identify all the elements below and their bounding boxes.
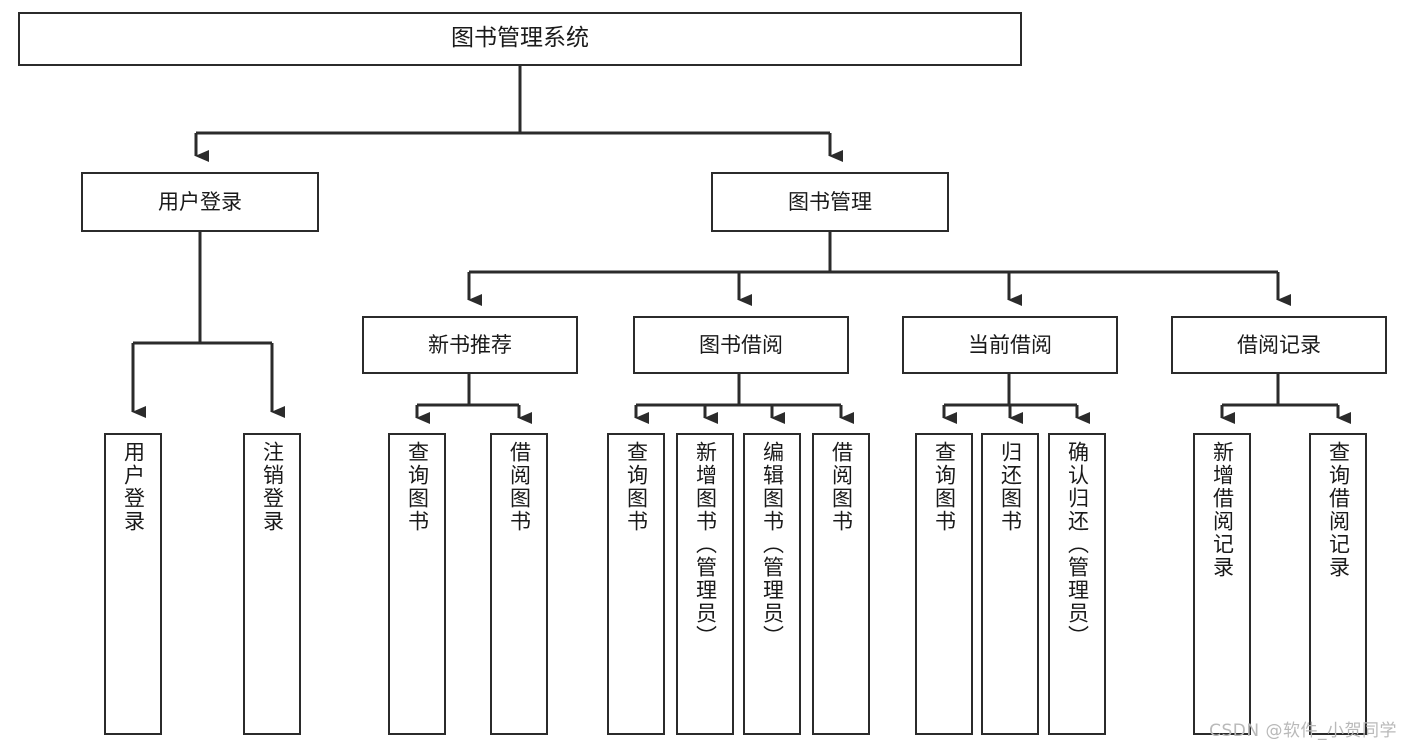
node-label: 图书借阅	[699, 332, 783, 357]
leaf-label: 借阅图书	[829, 441, 854, 533]
watermark-text: CSDN @软件_小贺同学	[1209, 721, 1397, 741]
leaf-borrow-edit-book-admin[interactable]: 编辑图书（管理员）	[743, 433, 801, 735]
leaf-label: 编辑图书（管理员）	[760, 441, 785, 648]
node-label: 用户登录	[158, 189, 242, 214]
leaf-label: 确认归还（管理员）	[1065, 441, 1090, 648]
leaf-label: 查询图书	[405, 441, 430, 533]
leaf-label: 查询图书	[932, 441, 957, 533]
leaf-label: 新增图书（管理员）	[693, 441, 718, 648]
leaf-record-query-borrow-record[interactable]: 查询借阅记录	[1309, 433, 1367, 735]
leaf-newbook-borrow-book[interactable]: 借阅图书	[490, 433, 548, 735]
leaf-newbook-query-book[interactable]: 查询图书	[388, 433, 446, 735]
leaf-label: 借阅图书	[507, 441, 532, 533]
leaf-label: 注销登录	[260, 441, 285, 533]
leaf-current-query-book[interactable]: 查询图书	[915, 433, 973, 735]
leaf-borrow-borrow-book[interactable]: 借阅图书	[812, 433, 870, 735]
node-label: 当前借阅	[968, 332, 1052, 357]
node-current-borrow[interactable]: 当前借阅	[902, 316, 1118, 374]
node-borrow-record[interactable]: 借阅记录	[1171, 316, 1387, 374]
node-label: 图书管理	[788, 189, 872, 214]
leaf-record-add-borrow-record[interactable]: 新增借阅记录	[1193, 433, 1251, 735]
node-user-login[interactable]: 用户登录	[81, 172, 319, 232]
node-label: 新书推荐	[428, 332, 512, 357]
leaf-label: 查询借阅记录	[1326, 441, 1351, 579]
leaf-current-return-book[interactable]: 归还图书	[981, 433, 1039, 735]
leaf-borrow-add-book-admin[interactable]: 新增图书（管理员）	[676, 433, 734, 735]
node-new-book-recommend[interactable]: 新书推荐	[362, 316, 578, 374]
leaf-label: 归还图书	[998, 441, 1023, 533]
node-book-management[interactable]: 图书管理	[711, 172, 949, 232]
leaf-label: 用户登录	[121, 441, 146, 533]
leaf-borrow-query-book[interactable]: 查询图书	[607, 433, 665, 735]
node-label: 借阅记录	[1237, 332, 1321, 357]
leaf-user-login[interactable]: 用户登录	[104, 433, 162, 735]
leaf-current-confirm-return-admin[interactable]: 确认归还（管理员）	[1048, 433, 1106, 735]
leaf-label: 查询图书	[624, 441, 649, 533]
node-label: 图书管理系统	[451, 25, 589, 52]
leaf-label: 新增借阅记录	[1210, 441, 1235, 579]
leaf-logout[interactable]: 注销登录	[243, 433, 301, 735]
node-book-borrow[interactable]: 图书借阅	[633, 316, 849, 374]
node-root-system[interactable]: 图书管理系统	[18, 12, 1022, 66]
